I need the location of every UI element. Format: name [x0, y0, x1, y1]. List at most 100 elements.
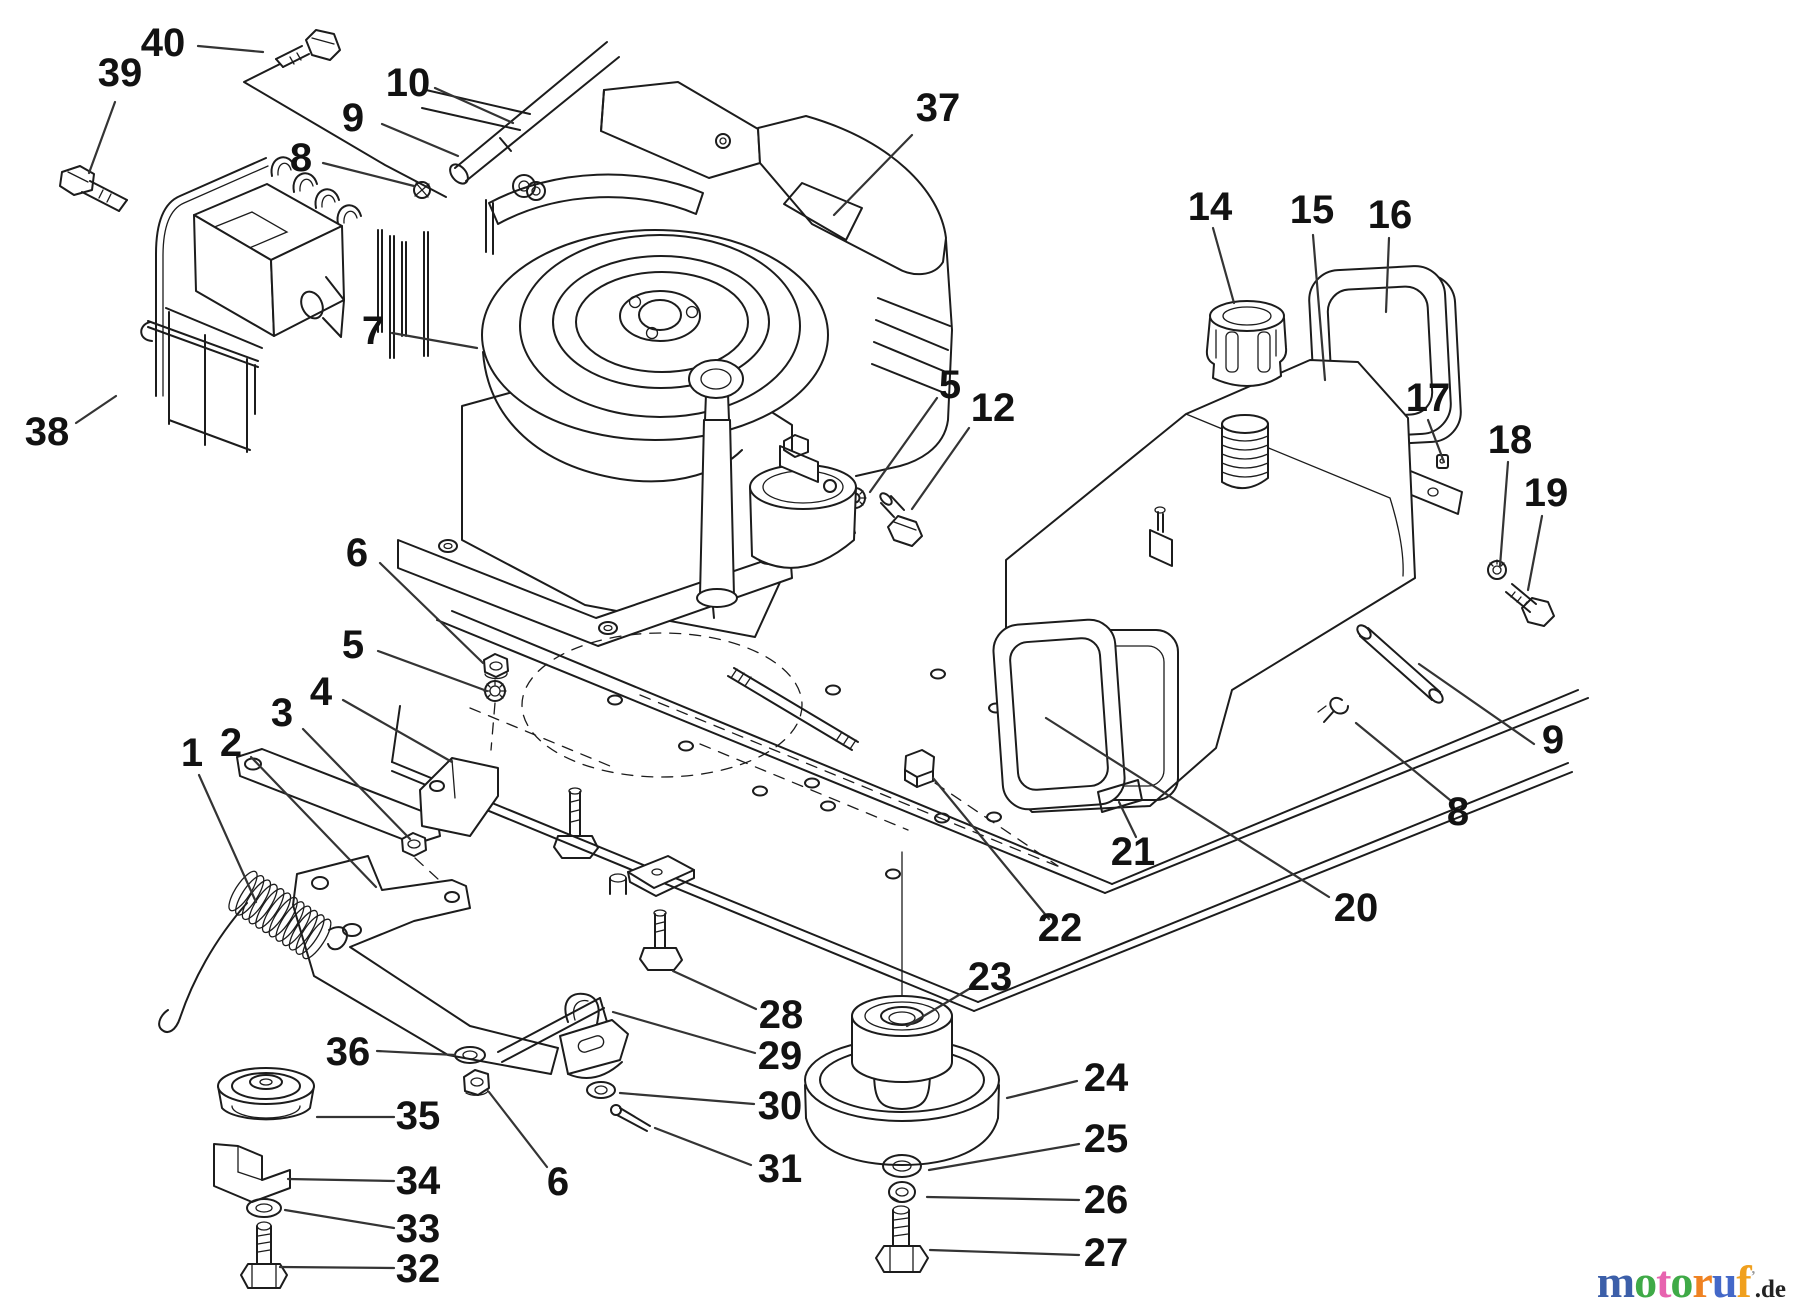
idler-bracket: [213, 1143, 291, 1203]
svg-text:5: 5: [939, 363, 961, 407]
callout-36: 36: [326, 1030, 457, 1074]
svg-text:26: 26: [1084, 1178, 1129, 1222]
filler-neck: [1221, 414, 1269, 489]
svg-text:30: 30: [758, 1084, 803, 1128]
callout-19: 19: [1524, 471, 1568, 592]
starter-motor: [749, 434, 857, 569]
svg-text:18: 18: [1488, 418, 1533, 462]
logo-letter: o: [1670, 1256, 1693, 1307]
belt-guide: [497, 997, 629, 1079]
stud-and-spacer: [727, 667, 935, 788]
svg-text:29: 29: [758, 1034, 803, 1078]
callout-9: 9: [342, 96, 460, 158]
callout-40: 40: [141, 21, 265, 65]
bolt-32: [240, 1221, 288, 1289]
flange-nut-6b: [463, 1069, 490, 1096]
callout-39: 39: [87, 51, 142, 175]
carriage-bolt-28a: [553, 787, 599, 859]
svg-text:6: 6: [547, 1160, 569, 1204]
callout-6: 6: [346, 531, 485, 665]
svg-text:28: 28: [759, 993, 804, 1037]
callout-6: 6: [487, 1090, 569, 1204]
svg-text:20: 20: [1334, 886, 1379, 930]
blower-housing: [481, 229, 829, 483]
callout-35: 35: [315, 1094, 441, 1138]
bolt-39: [59, 165, 128, 212]
svg-text:4: 4: [310, 670, 333, 714]
callout-18: 18: [1488, 418, 1533, 568]
flange-nut-a: [483, 653, 509, 680]
svg-text:17: 17: [1406, 376, 1451, 420]
svg-text:1: 1: [181, 731, 203, 775]
svg-text:38: 38: [25, 410, 70, 454]
svg-text:3: 3: [271, 691, 293, 735]
fuel-line: [1317, 624, 1444, 723]
star-washer-a: [483, 679, 507, 751]
washer-33: [246, 1198, 282, 1218]
svg-text:33: 33: [396, 1207, 441, 1251]
svg-text:22: 22: [1038, 906, 1083, 950]
svg-text:5: 5: [342, 623, 364, 667]
bolt-12: [879, 492, 923, 547]
svg-text:23: 23: [968, 955, 1013, 999]
svg-text:16: 16: [1368, 193, 1413, 237]
spacer-plate: [609, 855, 695, 897]
callout-34: 34: [286, 1159, 441, 1203]
callout-27: 27: [928, 1231, 1129, 1275]
callout-26: 26: [925, 1178, 1129, 1222]
logo-letter: u: [1711, 1256, 1738, 1307]
svg-text:36: 36: [326, 1030, 371, 1074]
washer-30: [586, 1081, 616, 1099]
callout-5: 5: [342, 623, 489, 693]
svg-text:8: 8: [290, 136, 312, 180]
svg-text:40: 40: [141, 21, 186, 65]
front-panel-tab: [1097, 779, 1143, 813]
front-panel: [992, 618, 1126, 811]
bolt-28b: [639, 909, 683, 971]
logo-letter: r: [1692, 1256, 1712, 1307]
svg-text:15: 15: [1290, 188, 1335, 232]
belt-path-dashed: [521, 632, 803, 778]
svg-text:25: 25: [1084, 1117, 1129, 1161]
fuel-outlet: [1149, 529, 1173, 567]
svg-text:7: 7: [362, 309, 384, 353]
engine-pulley: [804, 851, 1000, 1166]
svg-text:6: 6: [346, 531, 368, 575]
callout-9: 9: [1417, 662, 1564, 762]
callout-16: 16: [1368, 193, 1413, 314]
svg-text:35: 35: [396, 1094, 441, 1138]
svg-text:21: 21: [1111, 830, 1156, 874]
logo-letter: f: [1736, 1256, 1751, 1307]
callout-23: 23: [905, 955, 1013, 1028]
svg-text:10: 10: [386, 61, 431, 105]
lock-washer-26: [888, 1181, 916, 1203]
callout-4: 4: [310, 670, 454, 764]
svg-text:34: 34: [396, 1159, 441, 1203]
svg-text:9: 9: [1542, 718, 1564, 762]
j-pin-29: [564, 992, 600, 1025]
callout-1: 1: [181, 731, 258, 904]
svg-text:27: 27: [1084, 1231, 1129, 1275]
logo-letter: t: [1656, 1256, 1671, 1307]
callout-24: 24: [1005, 1056, 1129, 1100]
callout-10: 10: [386, 61, 515, 125]
brake-rod-assembly: [413, 41, 620, 199]
motoruf-logo: motoruf’.de: [1597, 1259, 1786, 1305]
callout-5: 5: [868, 363, 961, 494]
svg-text:24: 24: [1084, 1056, 1129, 1100]
frame-plate: [391, 610, 1589, 1012]
callout-32: 32: [278, 1247, 440, 1291]
support-bracket-bar: [236, 748, 441, 845]
cotter-pin-31: [610, 1104, 651, 1132]
callout-17: 17: [1406, 376, 1451, 464]
svg-text:14: 14: [1188, 185, 1233, 229]
callout-28: 28: [671, 969, 804, 1037]
idler-pulley: [217, 1067, 315, 1121]
logo-letter: o: [1634, 1256, 1657, 1307]
washer-18-bolt-19: [1487, 559, 1555, 627]
callout-30: 30: [618, 1084, 803, 1128]
callout-38: 38: [25, 394, 118, 454]
callout-15: 15: [1290, 188, 1335, 382]
